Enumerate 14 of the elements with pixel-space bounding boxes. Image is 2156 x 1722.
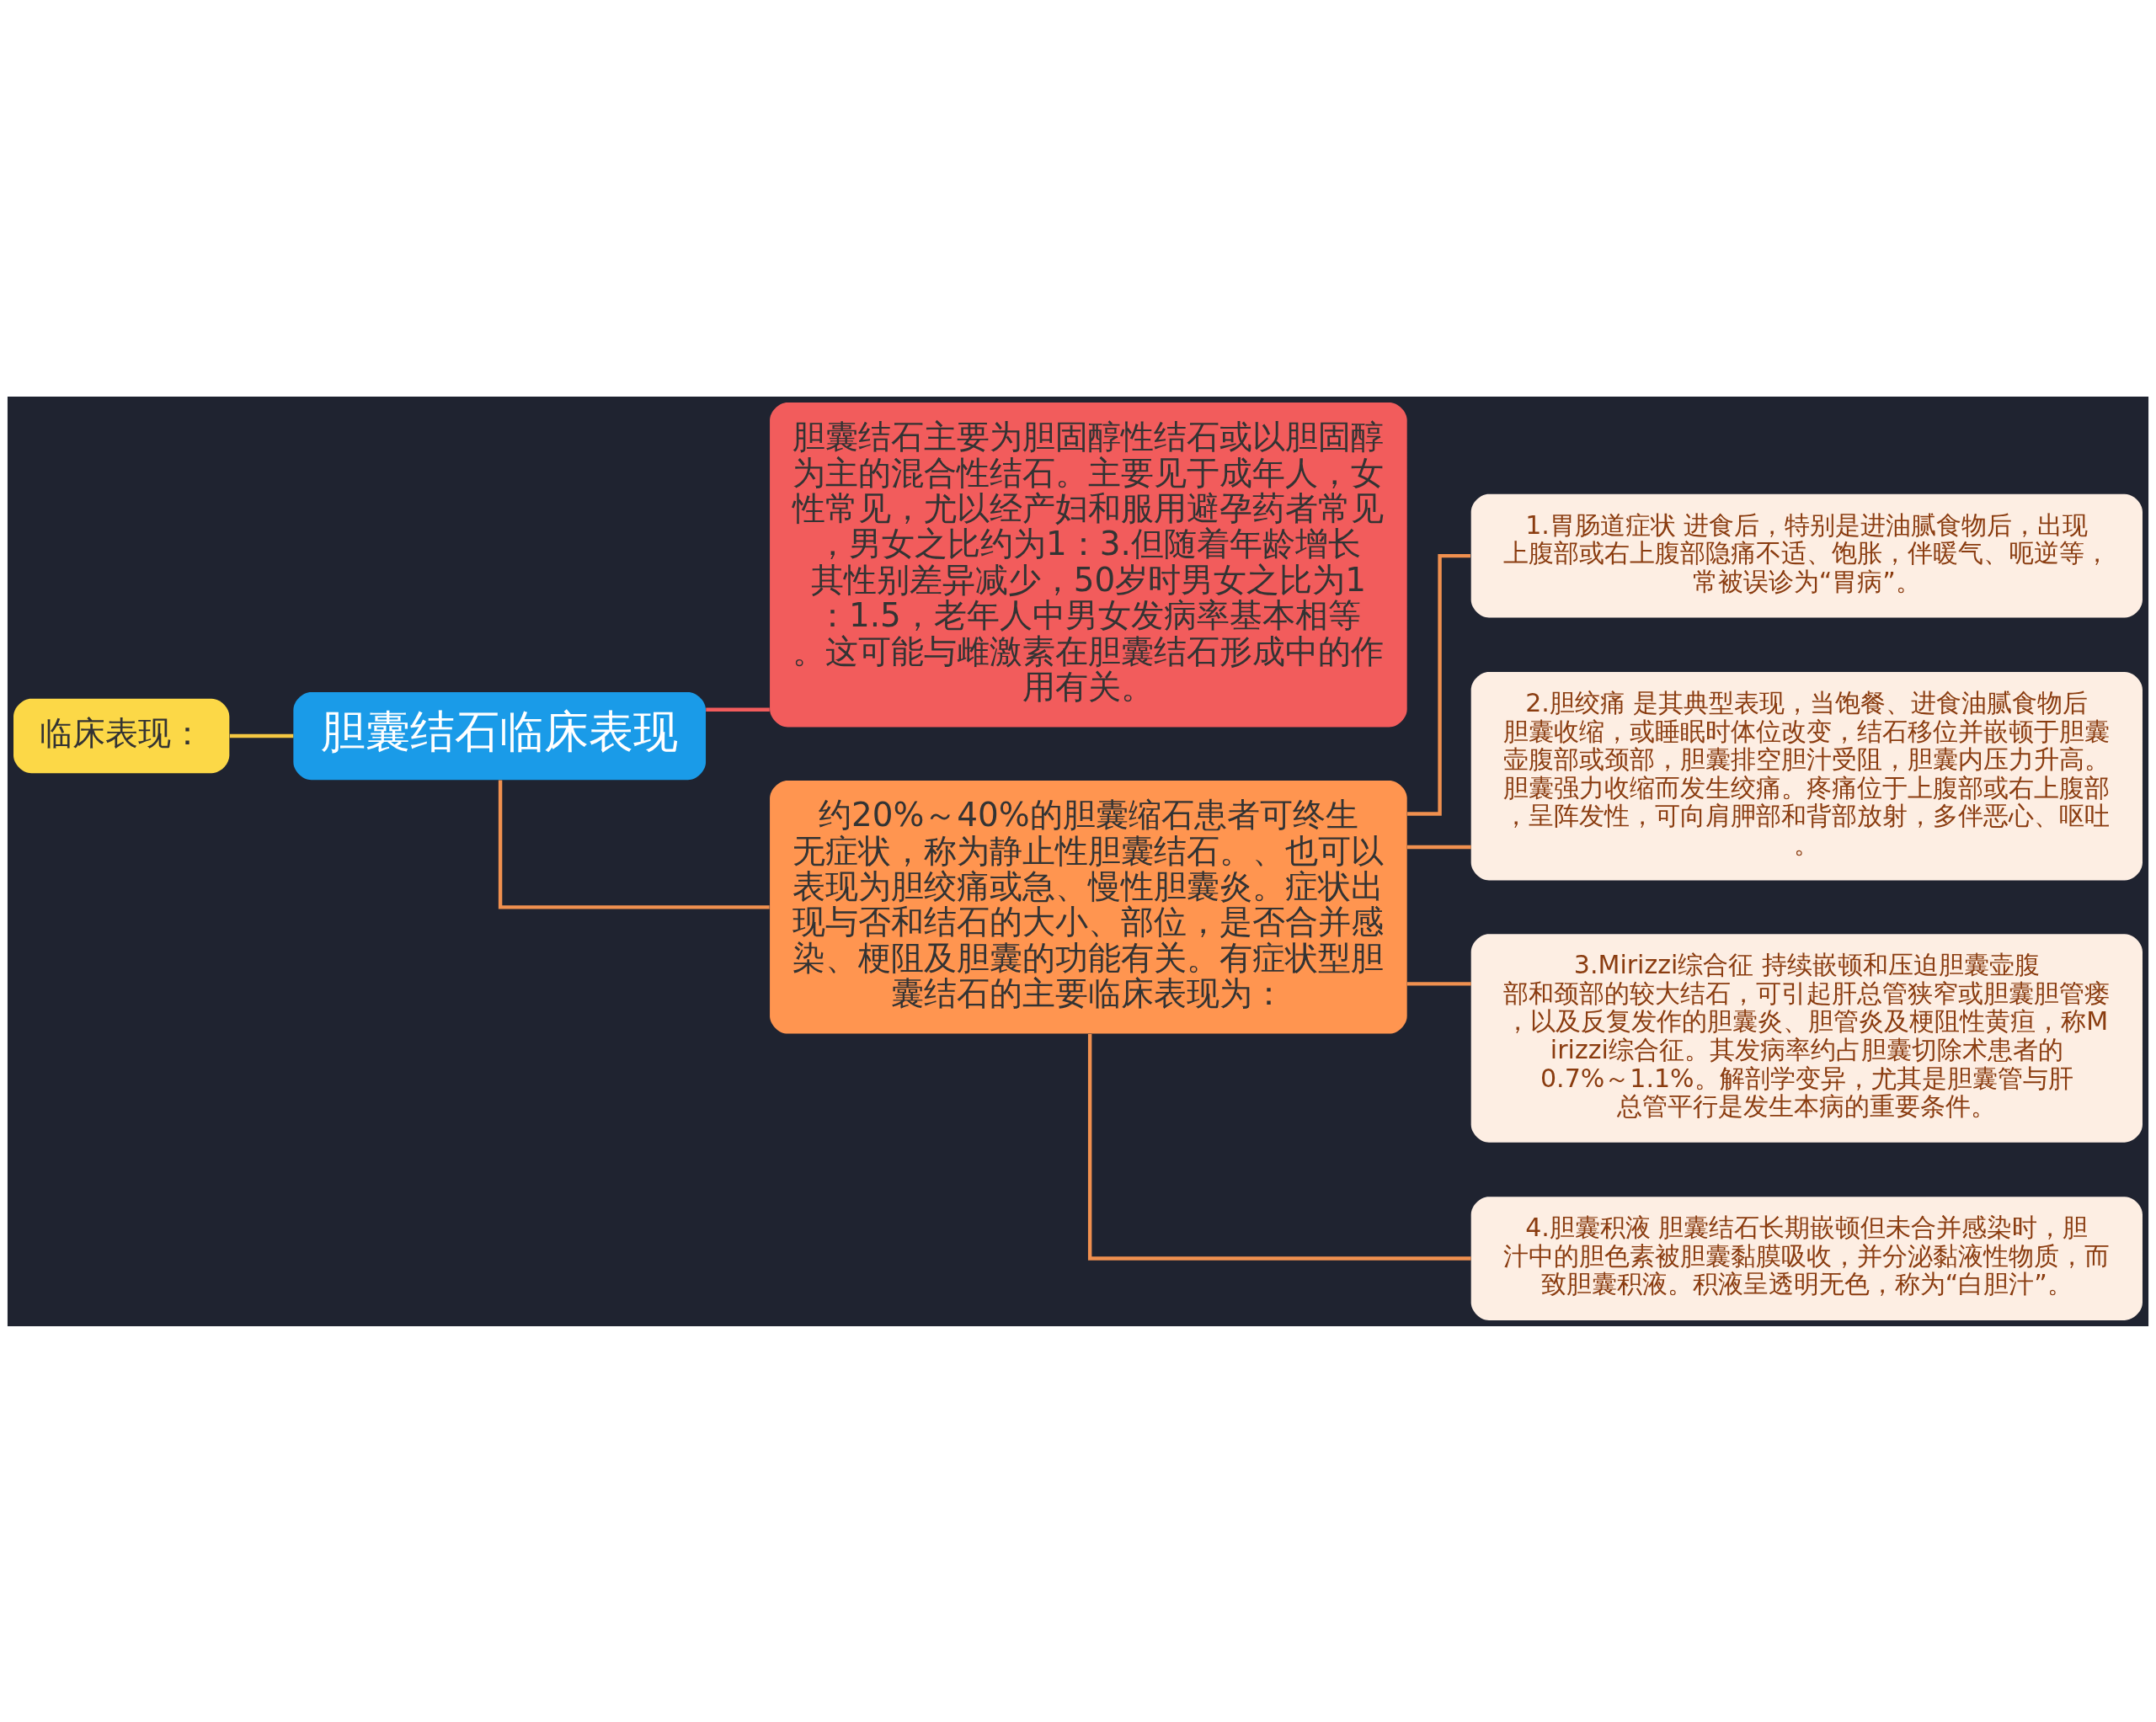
node-box: 3.Mirizzi综合征 持续嵌顿和压迫胆囊壶腹部和颈部的较大结石，可引起肝总管狭窄或胆囊胆管瘘，以及反复发作的胆囊炎、胆管炎及梗阻性黄疸，称Mirizzi综合征。其发病率约占胆囊切除术患者的0.7%～1.1%。解剖学变异，尤其是胆囊管与肝总管平行是发生本病的重要条件。 <box>1470 933 2143 1143</box>
node-box: 临床表现： <box>13 698 230 773</box>
connector <box>229 733 294 738</box>
node-box: 约20%～40%的胆囊缩石患者可终生无症状，称为静止性胆囊结石。、也可以表现为胆绞痛或急、慢性胆囊炎。症状出现与否和结石的大小、部位，是否合并感染、梗阻及胆囊的功能有关。有症状型胆囊结石的主要临床表现为： <box>770 780 1407 1034</box>
node-box: 2.胆绞痛 是其典型表现，当饱餐、进食油腻食物后胆囊收缩，或睡眠时体位改变，结石移位并嵌顿于胆囊壶腹部或颈部，胆囊排空胆汁受阻，胆囊内压力升高。胆囊强力收缩而发生绞痛。疼痛位于上腹部或右上腹部，呈阵发性，可向肩胛部和背部放射，多伴恶心、呕吐。 <box>1470 671 2143 881</box>
node-box: 1.胃肠道症状 进食后，特别是进油腻食物后，出现上腹部或右上腹部隐痛不适、饱胀，伴暖气、呃逆等，常被误诊为“胃病”。 <box>1470 493 2143 617</box>
connector <box>498 779 770 909</box>
connector <box>1406 981 1471 986</box>
connector <box>1087 1033 1471 1261</box>
connector <box>1406 845 1471 849</box>
node-box: 胆囊结石临床表现 <box>293 691 707 780</box>
connector <box>706 706 770 712</box>
node-box: 胆囊结石主要为胆固醇性结石或以胆固醇为主的混合性结石。主要见于成年人，女性常见，尤以经产妇和服用避孕药者常见，男女之比约为1：3.但随着年龄增长其性别差异减少，50岁时男女之比为1：1.5，老年人中男女发病率基本相等。这可能与雌激素在胆囊结石形成中的作用有关。 <box>770 402 1407 727</box>
node-box: 4.胆囊积液 胆囊结石长期嵌顿但未合并感染时，胆汁中的胆色素被胆囊黏膜吸收，并分泌黏液性物质，而致胆囊积液。积液呈透明无色，称为“白胆汁”。 <box>1470 1196 2143 1320</box>
